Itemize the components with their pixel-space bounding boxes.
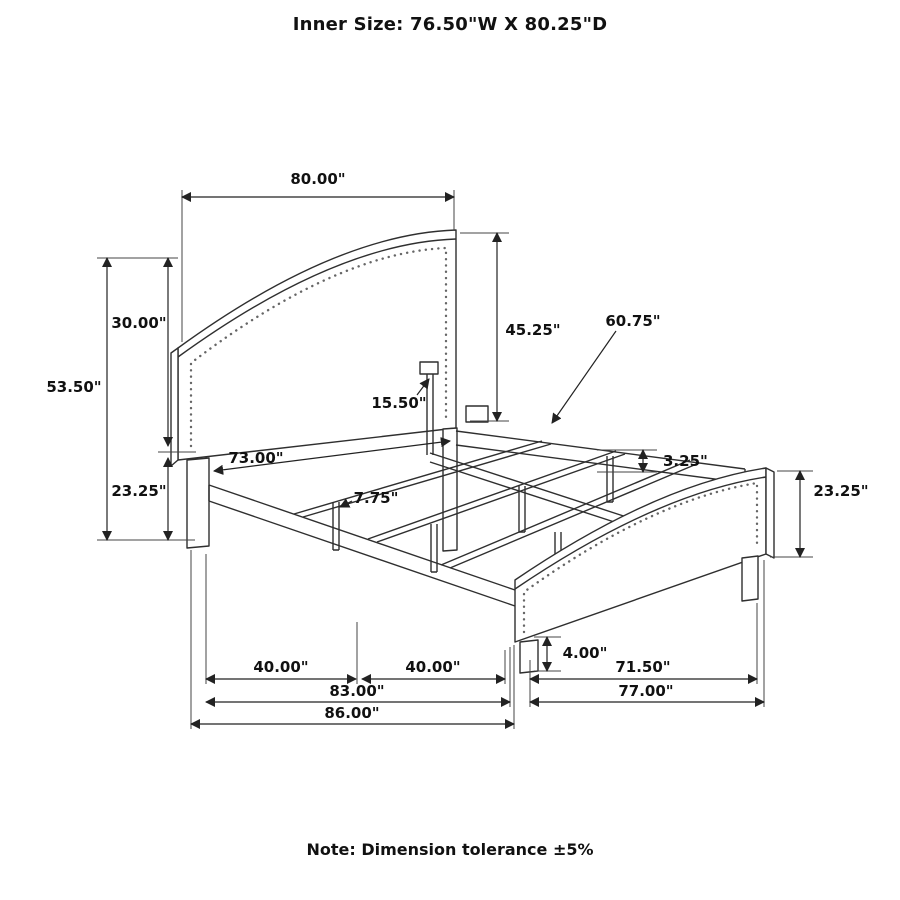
dim-label-inner-73: 73.00" <box>228 449 283 467</box>
dim-label-leg-23-25-left: 23.25" <box>111 482 166 500</box>
headboard <box>170 229 489 552</box>
footboard <box>514 467 775 674</box>
dim-label-leg-7-75: 7.75" <box>354 489 399 507</box>
dim-label-span-86: 86.00" <box>324 704 379 722</box>
dim-label-height-53-50: 53.50" <box>46 378 101 396</box>
footboard-left-leg <box>519 639 539 674</box>
dim-label-footboard-23-25: 23.25" <box>813 482 868 500</box>
headboard-left-leg <box>186 457 210 549</box>
headboard-right-leg <box>442 427 458 552</box>
near-rail <box>208 484 516 607</box>
rail-bracket <box>465 405 489 423</box>
dim-label-span-83: 83.00" <box>329 682 384 700</box>
dim-label-span-40-b: 40.00" <box>405 658 460 676</box>
footboard-right-leg <box>741 555 759 602</box>
dim-label-rail-3-25: 3.25" <box>663 452 708 470</box>
dim-label-height-30: 30.00" <box>111 314 166 332</box>
tolerance-note: Note: Dimension tolerance ±5% <box>306 840 594 859</box>
dim-label-leg-4-00: 4.00" <box>563 644 608 662</box>
dim-label-span-40-a: 40.00" <box>253 658 308 676</box>
dimension-lines <box>97 190 813 730</box>
dimension-labels: 80.00" 53.50" 30.00" 23.25" 45.25" 60.75… <box>46 170 868 722</box>
dim-label-height-45-25: 45.25" <box>505 321 560 339</box>
dim-label-width-80: 80.00" <box>290 170 345 188</box>
dim-label-bracket-15-50: 15.50" <box>371 394 426 412</box>
center-rail <box>429 452 646 533</box>
dim-label-rail-60-75: 60.75" <box>605 312 660 330</box>
dim-label-span-77: 77.00" <box>618 682 673 700</box>
inner-size-title: Inner Size: 76.50"W X 80.25"D <box>292 14 608 35</box>
dim-label-span-71-50: 71.50" <box>615 658 670 676</box>
